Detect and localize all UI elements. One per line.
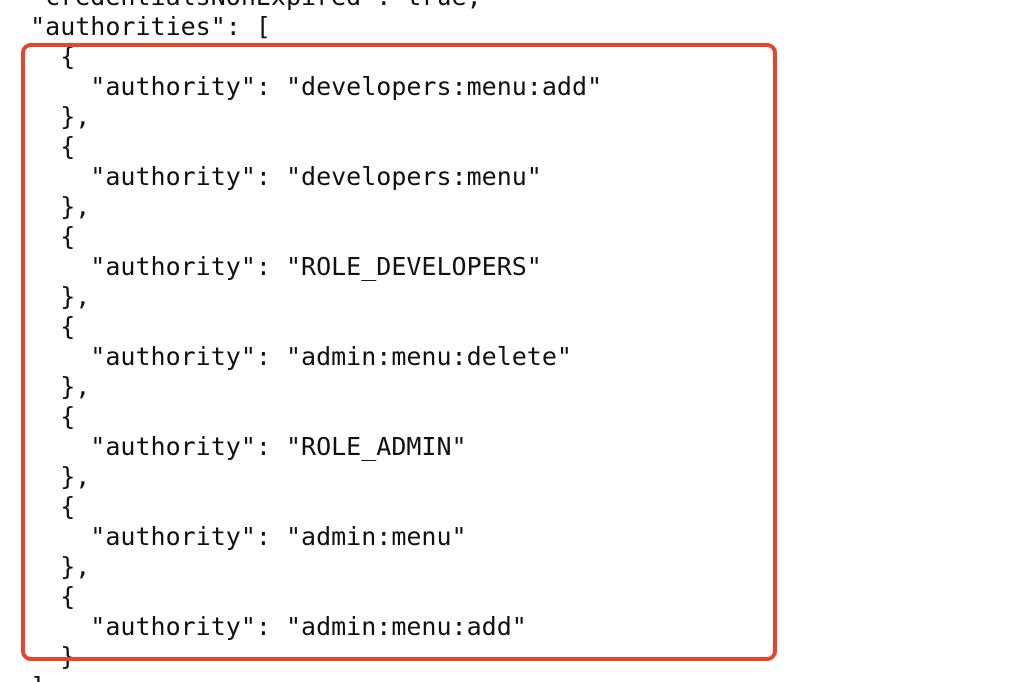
code-line-object-open: { xyxy=(0,132,76,161)
code-line-authority: "authority": "developers:menu:add" xyxy=(0,72,603,101)
code-line-authority: "authority": "admin:menu" xyxy=(0,522,467,551)
code-line-authority: "authority": "admin:menu:delete" xyxy=(0,342,572,371)
code-line-object-open: { xyxy=(0,312,76,341)
code-line-object-close: }, xyxy=(0,192,91,221)
code-line-object-open: { xyxy=(0,402,76,431)
code-line-object-open: { xyxy=(0,492,76,521)
code-line-object-open: { xyxy=(0,42,76,71)
code-line-authority: "authority": "admin:menu:add" xyxy=(0,612,527,641)
code-line-authority: "authority": "ROLE_DEVELOPERS" xyxy=(0,252,542,281)
code-line-object-close: }, xyxy=(0,552,91,581)
code-line-object-close: }, xyxy=(0,282,91,311)
code-line-object-open: { xyxy=(0,222,76,251)
code-line-object-close: }, xyxy=(0,372,91,401)
code-line-authority: "authority": "ROLE_ADMIN" xyxy=(0,432,467,461)
code-line-authority: "authority": "developers:menu" xyxy=(0,162,542,191)
code-line-credentials-non-expired: "credentialsNonExpired": true, xyxy=(0,0,482,12)
code-line-authorities-open: "authorities": [ xyxy=(0,12,271,41)
code-line-authorities-close: ] xyxy=(0,672,45,682)
code-line-object-close: } xyxy=(0,642,76,671)
code-line-object-close: }, xyxy=(0,102,91,131)
code-line-object-close: }, xyxy=(0,462,91,491)
code-line-object-open: { xyxy=(0,582,76,611)
